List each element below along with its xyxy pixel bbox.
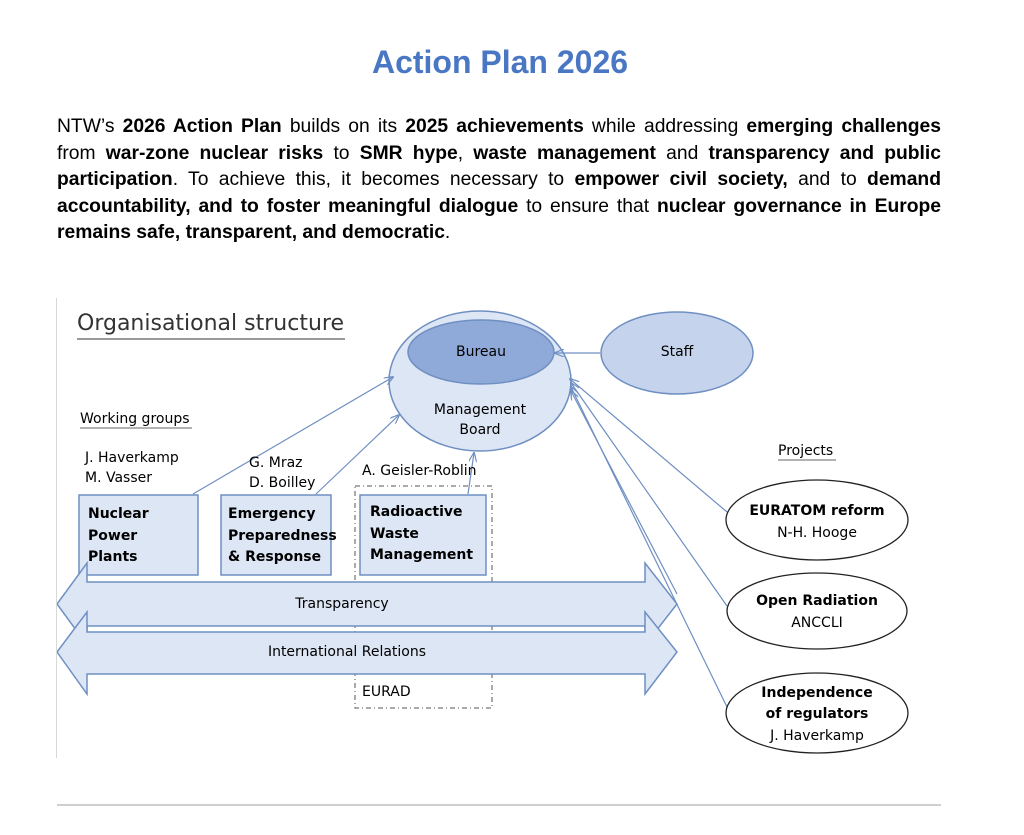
project-lead-independence: J. Haverkamp	[770, 728, 864, 744]
transparency-to-board-arrow	[571, 391, 678, 595]
project-ellipse-independence	[725, 672, 909, 754]
intro-paragraph: NTW’s 2026 Action Plan builds on its 202…	[57, 116, 941, 243]
openrad-to-board-arrow	[571, 383, 728, 607]
project-name-openradiation: Open Radiation	[756, 593, 878, 609]
npp-to-board-arrow	[192, 377, 393, 495]
staff-label: Staff	[660, 344, 694, 360]
project-lead-euratom: N-H. Hooge	[777, 525, 857, 541]
group-box-npp	[78, 494, 199, 576]
group-name-rwm: Radioactive Waste Management	[370, 504, 474, 563]
org-structure-diagram: Organisational structure Bureau Manageme…	[56, 298, 994, 758]
projects-label: Projects	[778, 443, 834, 459]
footer-divider	[57, 804, 941, 806]
group-name-epr: Emergency Preparedness & Response	[228, 506, 337, 565]
diagram-heading: Organisational structure	[77, 311, 344, 336]
working-groups-label: Working groups	[80, 411, 190, 427]
bureau-label: Bureau	[456, 344, 506, 360]
management-board-label: Management Board	[433, 402, 527, 438]
group-box-epr	[220, 494, 332, 576]
euratom-to-board-arrow	[570, 379, 728, 513]
project-name-euratom: EURATOM reform	[749, 503, 885, 519]
group-people-npp: J. Haverkamp M. Vasser	[85, 450, 179, 486]
project-ellipse-euratom	[725, 479, 909, 561]
group-box-rwm	[359, 494, 487, 576]
project-name-independence: Independence of regulators	[761, 685, 873, 722]
epr-to-board-arrow	[315, 415, 399, 495]
eurad-label: EURAD	[362, 684, 411, 700]
group-name-npp: Nuclear Power Plants	[88, 506, 149, 565]
group-people-rwm: A. Geisler-Roblin	[362, 463, 477, 479]
project-ellipse-openradiation	[726, 572, 908, 650]
international-relations-label: International Relations	[267, 644, 427, 660]
page-title: Action Plan 2026	[371, 44, 629, 80]
group-people-epr: G. Mraz D. Boilley	[249, 455, 316, 491]
staff-ellipse	[600, 311, 754, 395]
transparency-label: Transparency	[295, 596, 389, 612]
rwm-to-board-arrow	[467, 453, 474, 495]
international-relations-arrow	[57, 609, 678, 697]
project-lead-openradiation: ANCCLI	[791, 615, 843, 631]
diagram-graphics	[57, 310, 909, 754]
